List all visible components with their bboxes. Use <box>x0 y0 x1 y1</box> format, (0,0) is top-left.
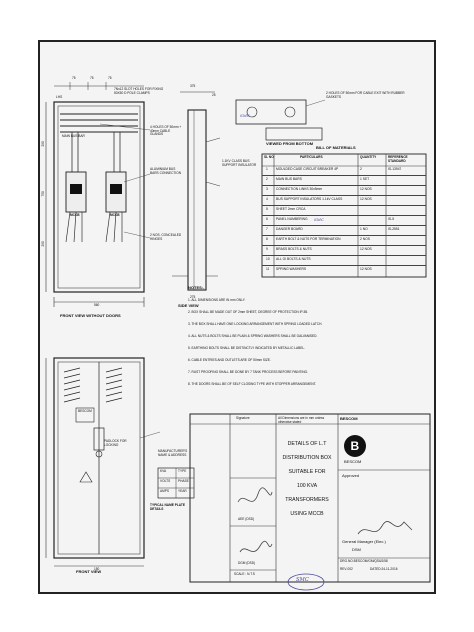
dim-left-2: 750 <box>40 191 45 197</box>
dim-bottom: 560 <box>94 303 100 307</box>
nameplate-amps: AMPS <box>160 489 170 493</box>
bom-hdr-particulars: PARTICULARS <box>300 155 323 159</box>
label-manufacturer: MANUFACTURER'S NAME & ADDRESS <box>158 449 188 457</box>
dim-top-3: 75 <box>108 76 112 80</box>
label-mccb-1: MCCB <box>70 213 80 217</box>
tb-scale: SCALE : N.T.S <box>234 572 255 576</box>
bom-title: BILL OF MATERIALS <box>316 145 356 150</box>
tb-company-full: BESCOM <box>344 459 362 464</box>
note-6: 6. CABLE ENTRIES AND OUTLETS ARE OF 50mm… <box>188 358 271 362</box>
dim-left-1: 290 <box>40 141 45 147</box>
view-side: SIDE VIEW <box>178 303 199 308</box>
tb-title-line-5: TRANSFORMERS <box>285 496 329 503</box>
label-lhs: LHS <box>56 95 63 99</box>
drawing-linework: B <box>45 82 431 591</box>
view-nameplate: TYPICAL NAME PLATE DETAILS <box>150 503 185 511</box>
view-front-no-doors: FRONT VIEW WITHOUT DOORS <box>60 313 121 318</box>
tb-signature-hdr: Signature <box>236 416 250 420</box>
tb-title-line-4: 100 KVA <box>296 482 318 489</box>
tb-drawn: AEE (DSD) <box>238 517 255 521</box>
nameplate-type: TYPE <box>178 469 187 473</box>
notes-title: NOTES:- <box>188 285 205 290</box>
bom-hdr-qty: QUANTITY <box>360 155 377 159</box>
note-7: 7. RUST PROOFING SHALL BE DONE BY 7 TANK… <box>188 370 309 374</box>
tb-title-line-3: SUITABLE FOR <box>288 468 326 475</box>
tb-title-line-6: USING MCCB <box>290 510 324 517</box>
label-cable-entry: 2 HOLES OF 50mm FOR CABLE EXIT WITH RUBB… <box>326 91 405 99</box>
note-1: 1. ALL DIMENSIONS ARE IN mm ONLY. <box>188 298 246 302</box>
dim-left-3: 290 <box>40 241 45 247</box>
label-padlock: PADLOCK FOR LOCKING <box>104 439 127 447</box>
tb-dim-note: All Dimensions are in mm unless otherwis… <box>278 416 325 424</box>
nameplate-year: YEAR <box>178 489 187 493</box>
tb-title-line-2: DISTRIBUTION BOX <box>282 454 332 461</box>
bom-hdr-ref: REFERENCE STANDARD <box>388 155 408 163</box>
dim-side-small: 25 <box>212 93 216 97</box>
note-5: 5. EARTHING BOLTS SHALL BE DISTINCTLY IN… <box>188 346 306 350</box>
handwritten-smc-2: SMC <box>314 217 324 222</box>
label-hinges: 2 NOS. CONCEALED HINGES <box>150 233 182 241</box>
dim-side-bottom: 275 <box>190 295 196 299</box>
label-support: 1.1KV CLASS BUS SUPPORT INSULATOR <box>222 159 257 167</box>
label-glands: 4 HOLES OF 50mm + 40mm CABLE GLANDS <box>150 125 182 137</box>
view-front: FRONT VIEW <box>76 569 102 574</box>
label-slot-holes: 7Nx12 SLOT HOLES FOR FIXING 50X50 D POLE… <box>114 87 164 95</box>
tb-approver: General Manager (Elec.) <box>342 539 386 544</box>
label-main-bus: MAIN BUS BAR <box>62 134 85 138</box>
tb-company-code: BESCOM <box>340 416 358 421</box>
svg-text:B: B <box>351 439 360 453</box>
tb-dwg-no: DRG.NO.BESCOM/GM/QS&S/58 <box>340 559 388 563</box>
view-bottom: VIEWED FROM BOTTOM <box>266 141 314 146</box>
tb-approver-org: DSM <box>352 547 361 552</box>
note-8: 8. THE DOORS SHALL BE OF SELF CLOSING TY… <box>188 382 317 386</box>
tb-title: DETAILS OF L.T DISTRIBUTION BOX SUITABLE… <box>276 441 338 518</box>
tb-date: DATED:24-11-2016 <box>370 567 398 571</box>
nameplate-volts: VOLTS <box>160 479 171 483</box>
bom-hdr-sl: SL NO <box>264 155 274 159</box>
nameplate-kva: KVA <box>160 469 167 473</box>
dim-top-2: 75 <box>90 76 94 80</box>
handwritten-smc-1: SMC <box>240 113 250 118</box>
dim-top-1: 75 <box>72 76 76 80</box>
note-2: 2. BOX SHALL BE MADE OUT OF 2mm SHEET, D… <box>188 310 309 314</box>
note-4: 4. ALL NUTS & BOLTS SHALL BE PLAIN & SPR… <box>188 334 318 338</box>
tb-approved: Approved <box>342 473 360 478</box>
dim-side-top: 375 <box>190 84 196 88</box>
note-3: 3. THE BOX SHALL HAVE ONE LOCKING ARRANG… <box>188 322 323 326</box>
tb-checked: DGM (DSD) <box>238 561 256 565</box>
handwritten-smc-3: SMC <box>296 577 309 583</box>
label-bescom-plate: BESCOM <box>78 409 92 413</box>
dim-bottom-front: 150 <box>94 567 100 571</box>
tb-title-line-1: DETAILS OF L.T <box>287 441 327 447</box>
tb-rev: REV-002 <box>340 567 353 571</box>
label-mccb-2: MCCB <box>110 213 120 217</box>
nameplate-phase: PHASE <box>178 479 189 483</box>
drawing-sheet: B 75 75 75 375 25 290 750 290 560 275 15… <box>38 40 436 594</box>
label-aluminium-bus: ALUMINIUM BUS BARS CONNECTION <box>150 167 181 175</box>
